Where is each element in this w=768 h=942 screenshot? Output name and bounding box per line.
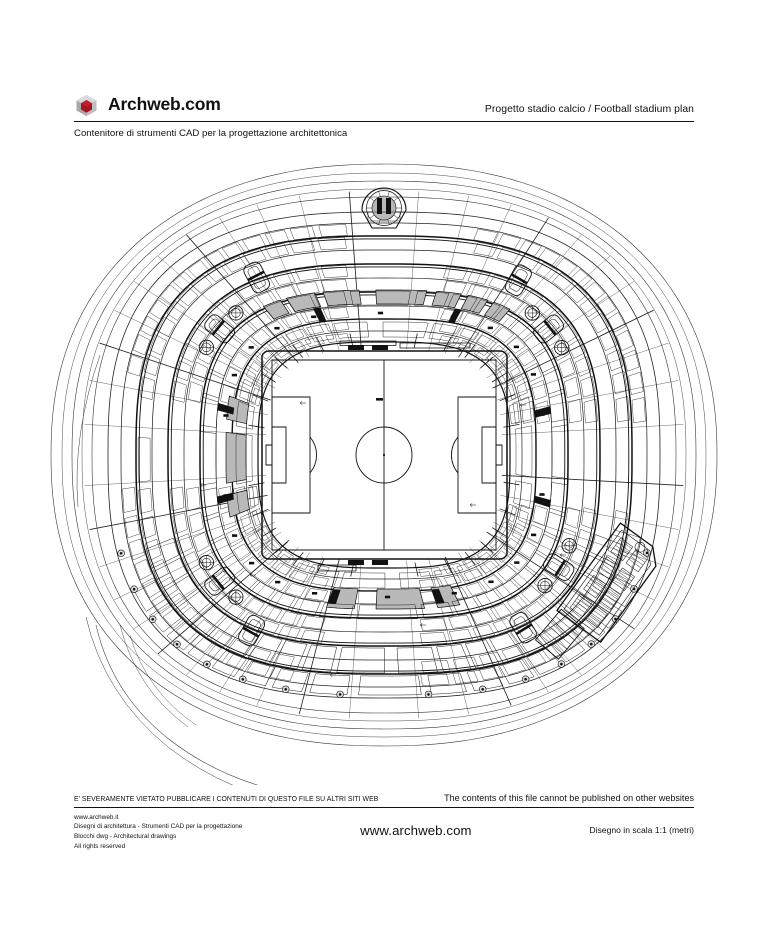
centre-spot — [382, 453, 386, 457]
pitch-surround — [261, 350, 508, 560]
footer-info-line: Blocchi dwg - Architectural drawings — [74, 832, 177, 840]
copyright-warning-en: The contents of this file cannot be publ… — [444, 793, 694, 803]
archweb-hexagon-cube-logo — [76, 95, 97, 116]
football-pitch — [261, 350, 508, 560]
footer-info-line: All rights reserved — [74, 842, 126, 850]
goal-area-left — [271, 426, 287, 484]
centre-circle — [355, 426, 413, 484]
north-tower-circular — [361, 187, 407, 229]
corner-stair-towers — [198, 261, 577, 647]
goal-area-right — [481, 426, 497, 484]
dugout-blocks — [317, 340, 471, 572]
header-divider — [74, 121, 694, 122]
goal-left — [265, 444, 273, 466]
stadium-plan-drawing — [0, 155, 768, 785]
column-grid-markers — [117, 549, 651, 699]
footer-website: www.archweb.com — [360, 822, 472, 838]
sheet-footer: E' SEVERAMENTE VIETATO PUBBLICARE I CONT… — [74, 793, 694, 851]
sheet-header: Archweb.com Progetto stadio calcio / Foo… — [74, 84, 694, 139]
pitch-annotation-marker — [376, 398, 383, 401]
brand: Archweb.com — [74, 93, 221, 118]
footer-info-line: www.archweb.it — [74, 813, 119, 821]
penalty-area-right — [457, 396, 497, 514]
goal-right — [495, 444, 503, 466]
southeast-ramp-block — [535, 522, 657, 660]
penalty-arc-left — [309, 436, 317, 474]
footer-info-line: Disegni di architettura - Strumenti CAD … — [74, 823, 243, 831]
sheet-title: Progetto stadio calcio / Football stadiu… — [484, 103, 694, 115]
site-contour-lines — [50, 163, 718, 785]
service-rooms — [135, 289, 636, 696]
copyright-warning-it: E' SEVERAMENTE VIETATO PUBBLICARE I CONT… — [74, 796, 379, 803]
footer-divider — [74, 806, 694, 808]
header-subtitle: Contenitore di strumenti CAD per la prog… — [74, 128, 348, 139]
footer-scale: Disegno in scala 1:1 (metri) — [589, 824, 694, 835]
brand-name: Archweb.com — [108, 93, 221, 114]
penalty-arc-right — [451, 436, 459, 474]
footer-info-block: www.archweb.it Disegni di architettura -… — [74, 813, 242, 852]
penalty-area-left — [271, 396, 311, 514]
